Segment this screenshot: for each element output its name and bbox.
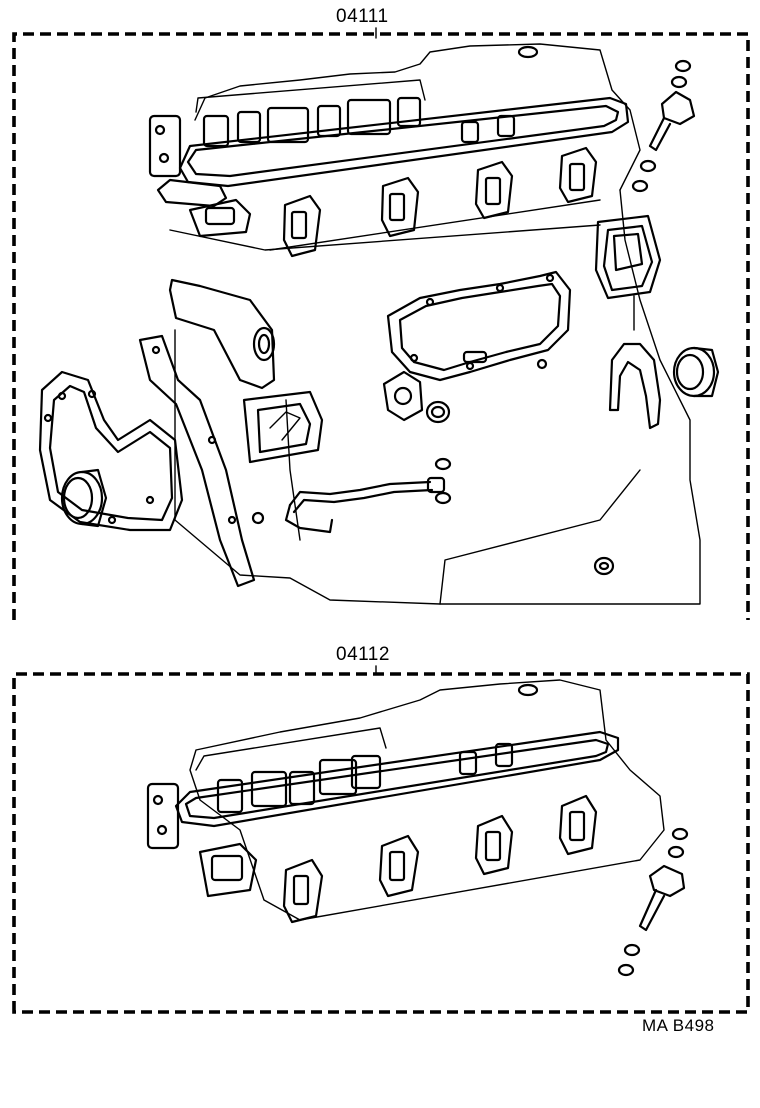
block-skirt-line (439, 469, 641, 605)
cylinder-head-outline (194, 43, 641, 191)
crankshaft-front-oil-seal (60, 468, 108, 528)
intake-manifold-gasket-top (195, 79, 426, 148)
kit-part-number-04112: 04112 (336, 644, 390, 665)
side-cover-gasket (386, 270, 572, 382)
timing-cover-gasket (38, 370, 184, 532)
valve-cover-grommets-bottom (458, 683, 539, 776)
oil-pipe-with-gaskets (284, 399, 452, 541)
kit-boundary-top (12, 32, 750, 620)
inspection-cover-gasket (594, 214, 662, 331)
rear-oil-seal-retainer-gasket (608, 342, 720, 430)
kit-part-number-04111: 04111 (336, 6, 389, 27)
intake-manifold-gasket-bottom (195, 727, 387, 814)
injector-seal-set-top (631, 59, 696, 193)
head-cover-gasket-bottom (174, 730, 620, 828)
kit-04111-illustration (12, 27, 750, 620)
valve-cover-grommets-top (460, 45, 539, 144)
drawing-code: MA B498 (642, 1016, 715, 1035)
head-block-joint (169, 224, 601, 251)
kit-04112-illustration (12, 665, 750, 1014)
engine-block-outline (174, 189, 701, 605)
oil-pump-gasket (242, 390, 324, 464)
manifold-end-gasket-bottom (146, 782, 180, 850)
exhaust-manifold-gasket-bottom (198, 794, 598, 924)
cylinder-head-outline-bottom (189, 679, 665, 921)
injector-seal-set-bottom (617, 827, 689, 977)
timing-case-gasket (138, 278, 276, 588)
block-plug-gasket (251, 511, 265, 525)
water-outlet-gasket (156, 178, 252, 238)
kit-boundary-bottom (12, 672, 750, 1014)
filter-mount-gasket (382, 370, 451, 424)
drain-plug-gasket (593, 556, 615, 576)
exhaust-manifold-gasket-top (269, 146, 601, 258)
manifold-end-gasket-top (148, 114, 182, 178)
